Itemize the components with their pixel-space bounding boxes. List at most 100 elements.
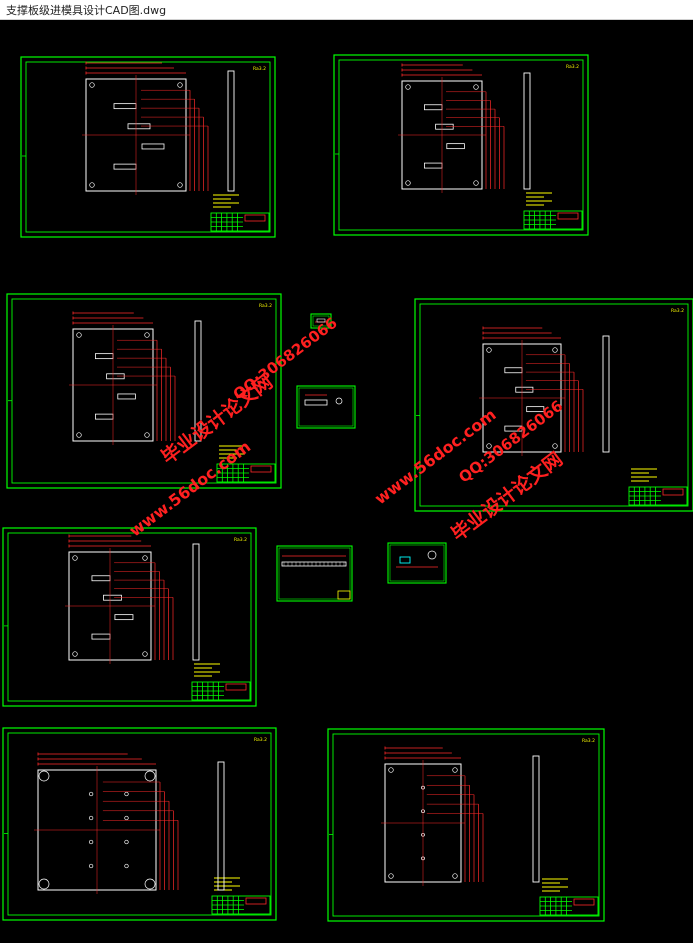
small-sheet-2-part bbox=[304, 399, 328, 406]
small-sheet-2-inner-border bbox=[298, 387, 354, 427]
sheet-2-inner-border bbox=[338, 59, 584, 231]
sheet-6-hole bbox=[88, 815, 94, 821]
sheet-6-inner-border bbox=[7, 732, 272, 916]
sheet-1-side-view bbox=[227, 70, 235, 192]
sheet-5-scale-mark: Ra3.2 bbox=[234, 537, 247, 543]
sheet-2-slot bbox=[446, 143, 465, 150]
sheet-2-corner-hole bbox=[473, 84, 479, 90]
sheet-6-title-name-box bbox=[245, 897, 267, 905]
sheet-1-title-name-box bbox=[244, 214, 266, 222]
sheet-4-side-view bbox=[602, 335, 610, 453]
sheet-6-scale-mark: Ra3.2 bbox=[254, 737, 267, 743]
small-sheet-1-inner-border bbox=[312, 315, 330, 327]
sheet-5-border bbox=[2, 527, 257, 707]
sheet-5-corner-hole bbox=[142, 651, 148, 657]
sheet-1-scale-mark: Ra3.2 bbox=[253, 66, 266, 72]
sheet-5-title-name-box bbox=[225, 683, 247, 691]
sheet-5-corner-hole bbox=[142, 555, 148, 561]
sheet-7-corner-hole bbox=[452, 767, 458, 773]
sheet-4: Ra3.2 bbox=[414, 298, 693, 512]
sheet-6-hole bbox=[88, 863, 94, 869]
small-sheet-1-border bbox=[310, 313, 332, 329]
sheet-3-side-view bbox=[194, 320, 202, 442]
sheet-7-corner-hole bbox=[452, 873, 458, 879]
small-sheet-4 bbox=[387, 542, 447, 584]
sheet-7-side-view bbox=[532, 755, 540, 883]
sheet-1-slot bbox=[127, 123, 151, 130]
sheet-5: Ra3.2 bbox=[2, 527, 257, 707]
sheet-3-slot bbox=[117, 393, 136, 400]
sheet-5-side-view bbox=[192, 543, 200, 661]
small-sheet-4-inner-border bbox=[389, 544, 445, 582]
sheet-1-corner-hole bbox=[177, 82, 183, 88]
sheet-6-corner-hole bbox=[144, 878, 156, 890]
sheet-6-border bbox=[2, 727, 277, 921]
sheet-6-hole bbox=[88, 791, 94, 797]
small-sheet-2-hole bbox=[335, 397, 343, 405]
sheet-1-slot bbox=[141, 143, 165, 150]
sheet-4-scale-mark: Ra3.2 bbox=[671, 308, 684, 314]
canvas-background bbox=[0, 20, 693, 943]
sheet-6-corner-hole bbox=[144, 770, 156, 782]
small-sheet-1-part bbox=[316, 318, 326, 323]
sheet-5-slot bbox=[114, 614, 134, 621]
small-sheet-3-inner-border bbox=[278, 547, 351, 600]
sheet-7-corner-hole bbox=[388, 767, 394, 773]
sheet-2-title-name-box bbox=[557, 212, 579, 220]
sheet-6-hole bbox=[124, 815, 129, 821]
sheet-4-corner-hole bbox=[486, 347, 492, 353]
sheet-3-inner-border bbox=[11, 298, 277, 484]
sheet-5-corner-hole bbox=[72, 555, 78, 561]
small-drawing-sheets bbox=[276, 313, 447, 602]
sheet-7: Ra3.2 bbox=[327, 728, 605, 922]
sheet-6-side-view bbox=[217, 761, 225, 891]
sheet-4-slot bbox=[515, 386, 534, 393]
sheet-7-border bbox=[327, 728, 605, 922]
sheet-3-scale-mark: Ra3.2 bbox=[259, 303, 272, 309]
window-titlebar: 支撑板级进模具设计CAD图.dwg bbox=[0, 0, 693, 20]
small-sheet-3-border bbox=[276, 545, 353, 602]
sheet-3-slot bbox=[106, 373, 125, 380]
sheet-3: Ra3.2 bbox=[6, 293, 282, 489]
sheet-3-corner-hole bbox=[76, 432, 82, 438]
sheet-1-corner-hole bbox=[89, 82, 95, 88]
sheet-3-border bbox=[6, 293, 282, 489]
small-sheet-2 bbox=[296, 385, 356, 429]
sheet-4-corner-hole bbox=[552, 347, 558, 353]
small-sheet-3-title-block bbox=[337, 590, 351, 600]
sheet-5-inner-border bbox=[7, 532, 252, 702]
sheet-2-corner-hole bbox=[405, 180, 411, 186]
sheet-6-hole bbox=[124, 791, 129, 797]
sheet-6-hole bbox=[88, 839, 94, 845]
sheet-1-inner-border bbox=[25, 61, 271, 233]
sheet-3-corner-hole bbox=[76, 332, 82, 338]
sheet-3-corner-hole bbox=[144, 432, 150, 438]
sheet-7-scale-mark: Ra3.2 bbox=[582, 738, 595, 744]
sheet-1: Ra3.2 bbox=[20, 56, 276, 238]
sheet-1-corner-hole bbox=[177, 182, 183, 188]
sheet-4-border bbox=[414, 298, 693, 512]
sheet-7-title-name-box bbox=[573, 898, 595, 906]
sheet-5-corner-hole bbox=[72, 651, 78, 657]
sheet-4-title-name-box bbox=[662, 488, 684, 496]
sheet-3-title-name-box bbox=[250, 465, 272, 473]
small-sheet-1 bbox=[310, 313, 332, 329]
sheet-6-hole bbox=[124, 839, 129, 845]
sheet-1-corner-hole bbox=[89, 182, 95, 188]
sheet-2-slot bbox=[435, 123, 454, 130]
sheet-2-scale-mark: Ra3.2 bbox=[566, 64, 579, 70]
sheet-7-inner-border bbox=[332, 733, 600, 917]
small-sheet-3-strip bbox=[281, 561, 347, 567]
sheet-4-corner-hole bbox=[552, 443, 558, 449]
sheet-1-border bbox=[20, 56, 276, 238]
sheet-2-corner-hole bbox=[473, 180, 479, 186]
sheet-4-inner-border bbox=[419, 303, 689, 507]
sheet-2-corner-hole bbox=[405, 84, 411, 90]
small-sheet-3 bbox=[276, 545, 353, 602]
sheet-6-hole bbox=[124, 863, 129, 869]
small-sheet-2-border bbox=[296, 385, 356, 429]
sheet-4-corner-hole bbox=[486, 443, 492, 449]
small-sheet-4-hole bbox=[427, 550, 437, 560]
